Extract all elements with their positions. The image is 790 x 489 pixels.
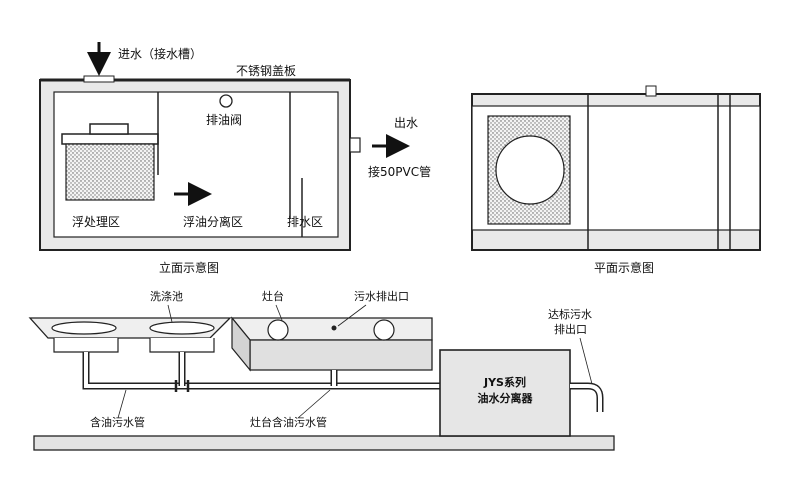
compliant-outlet-pipe: [570, 384, 602, 412]
compliant-outlet-label-2: 排出口: [554, 322, 587, 336]
stove-outlet-label: 污水排出口: [354, 289, 409, 303]
zone-oil-separation: 浮油分离区: [183, 214, 243, 229]
inlet-slot: [83, 75, 115, 83]
zone-float-treatment: 浮处理区: [72, 215, 120, 229]
outlet-pipe-label: 接50PVC管: [368, 164, 431, 179]
stove-leader: [275, 304, 283, 321]
oily-pipe-leader: [117, 389, 127, 419]
plan-view: 平面示意图: [471, 85, 761, 275]
stove-outlet-leader: [337, 304, 367, 327]
sink-basin-2: [149, 321, 215, 335]
plan-caption: 平面示意图: [594, 260, 654, 275]
sink-label: 洗涤池: [150, 289, 183, 303]
stove-outlet-point: [331, 325, 337, 331]
plan-outlet-nozzle: [645, 85, 657, 97]
stove-label: 灶台: [262, 289, 284, 303]
separator-label-2: 油水分离器: [478, 391, 534, 405]
sink-bowl-2: [149, 338, 215, 353]
drain-valve-icon: [219, 94, 233, 108]
oily-waste-pipe: [84, 352, 440, 388]
sink-leader: [167, 304, 173, 323]
plan-basket-opening-icon: [495, 135, 565, 205]
filter-basket: [65, 143, 155, 201]
outlet-label: 出水: [394, 116, 418, 130]
oily-pipe-label: 含油污水管: [90, 415, 145, 429]
burner-1-icon: [267, 319, 289, 341]
floor-slab: [33, 435, 615, 451]
elevation-view: 进水（接水槽） 不锈钢盖板 排油阀 出水 接50PVC管 浮处理区 浮油分离区 …: [39, 42, 431, 275]
inlet-label: 进水（接水槽）: [118, 46, 202, 61]
stove-side: [231, 316, 251, 372]
drain-valve-label: 排油阀: [206, 113, 242, 127]
basket-handle: [89, 123, 129, 135]
cover-label: 不锈钢盖板: [236, 64, 296, 78]
sink-bowl-1: [53, 338, 119, 353]
separator-unit: [439, 349, 571, 437]
sink-basin-1: [51, 321, 117, 335]
elevation-caption: 立面示意图: [159, 260, 219, 275]
burner-2-icon: [373, 319, 395, 341]
outlet-nozzle: [349, 137, 361, 153]
stove-pipe-leader: [297, 389, 331, 419]
compliant-outlet-leader: [579, 337, 593, 385]
separator-label-1: JYS系列: [483, 375, 526, 389]
stove-pipe-label: 灶台含油污水管: [250, 415, 327, 429]
zone-drainage: 排水区: [287, 215, 323, 229]
stove-body: [249, 339, 433, 371]
installation-view: 洗涤池 灶台 污水排出口 含油污水管 灶台含油污水管 JYS系列 油水分离器: [28, 289, 615, 451]
compliant-outlet-label-1: 达标污水: [548, 307, 592, 321]
basket-rim: [61, 133, 159, 145]
